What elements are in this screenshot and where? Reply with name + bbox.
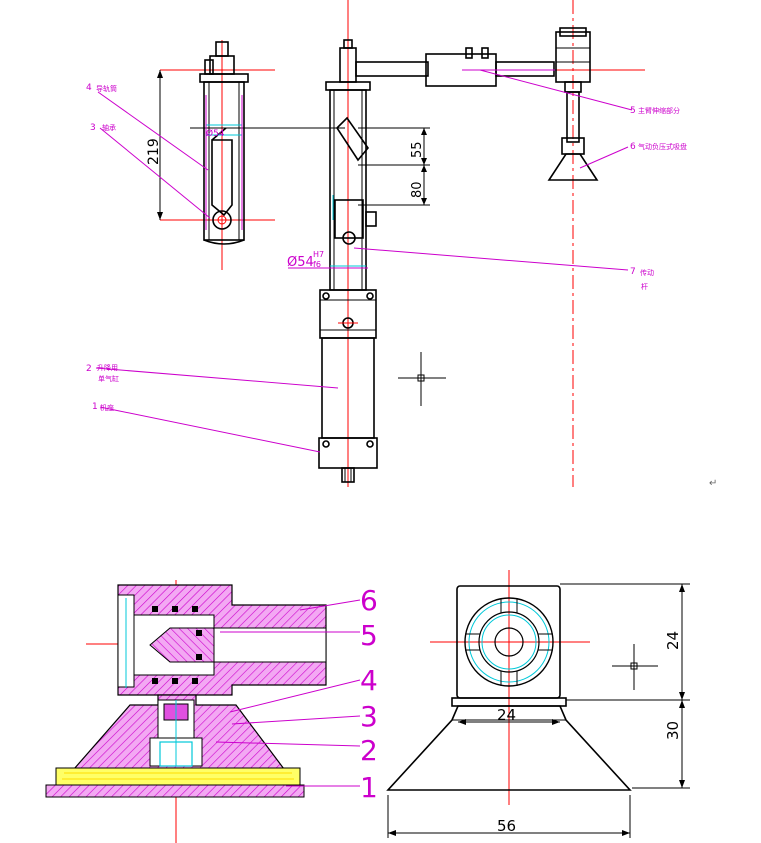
dimension-219: 219: [146, 70, 163, 220]
callout-5-text: 主臂伸缩部分: [638, 106, 680, 115]
callout-7-text: 传动: [640, 268, 654, 277]
detail-small-dim: Ø54: [206, 128, 225, 139]
dim-56: 56: [497, 817, 516, 835]
top-assembly: 219: [86, 0, 717, 489]
fit-main-text: Ø54: [287, 255, 314, 270]
main-column: [318, 39, 378, 483]
dim-24-horizontal: 24: [497, 706, 516, 724]
suction-cup-section: 6 5 4 3 2 1: [45, 580, 378, 843]
callout-2-num: 2: [86, 364, 92, 374]
guide-tube-detail: [199, 41, 249, 245]
callout-1-text: 机座: [100, 403, 114, 412]
part-2: 2: [360, 734, 378, 767]
gripper: [547, 27, 599, 181]
horizontal-arm: [355, 47, 556, 87]
callout-2-text2: 单气缸: [98, 374, 119, 383]
dim-80-text: 80: [410, 181, 425, 198]
suction-cup-external: 24 56 24 30: [386, 570, 690, 838]
callout-3-text: 轴承: [102, 123, 116, 132]
callout-6-num: 6: [630, 142, 636, 152]
dim-55-text: 55: [410, 141, 425, 158]
callout-7-text2: 杆: [641, 282, 648, 291]
callout-2-text: 升降用: [97, 363, 118, 372]
dimension-55-80: 55 80: [358, 127, 430, 206]
return-mark: ↵: [709, 478, 717, 489]
dim-219-text: 219: [146, 138, 162, 165]
callout-3-num: 3: [90, 123, 96, 133]
callout-1-num: 1: [92, 402, 98, 412]
crosshair-marker: [398, 352, 446, 406]
callout-5-num: 5: [630, 106, 636, 116]
fit-dimension: Ø54 H7 f6: [287, 250, 368, 270]
part-6: 6: [360, 584, 378, 617]
part-1: 1: [360, 771, 378, 804]
dim-30: 30: [664, 721, 682, 740]
dim-24-vertical: 24: [664, 631, 682, 650]
fit-lower-text: f6: [313, 260, 321, 269]
callout-7-num: 7: [630, 267, 636, 277]
callout-4-num: 4: [86, 83, 92, 93]
callout-4-text: 导轨筒: [96, 84, 117, 93]
part-3: 3: [360, 700, 378, 733]
part-5: 5: [360, 619, 378, 652]
part-number-leaders: [215, 599, 361, 787]
part-4: 4: [360, 664, 378, 697]
callouts: 4 导轨筒 3 轴承 5 主臂伸缩部分 6 气动负压式吸盘 7 传动 杆 2 升…: [86, 69, 687, 453]
callout-6-text: 气动负压式吸盘: [638, 142, 687, 151]
fit-upper-text: H7: [313, 250, 324, 259]
